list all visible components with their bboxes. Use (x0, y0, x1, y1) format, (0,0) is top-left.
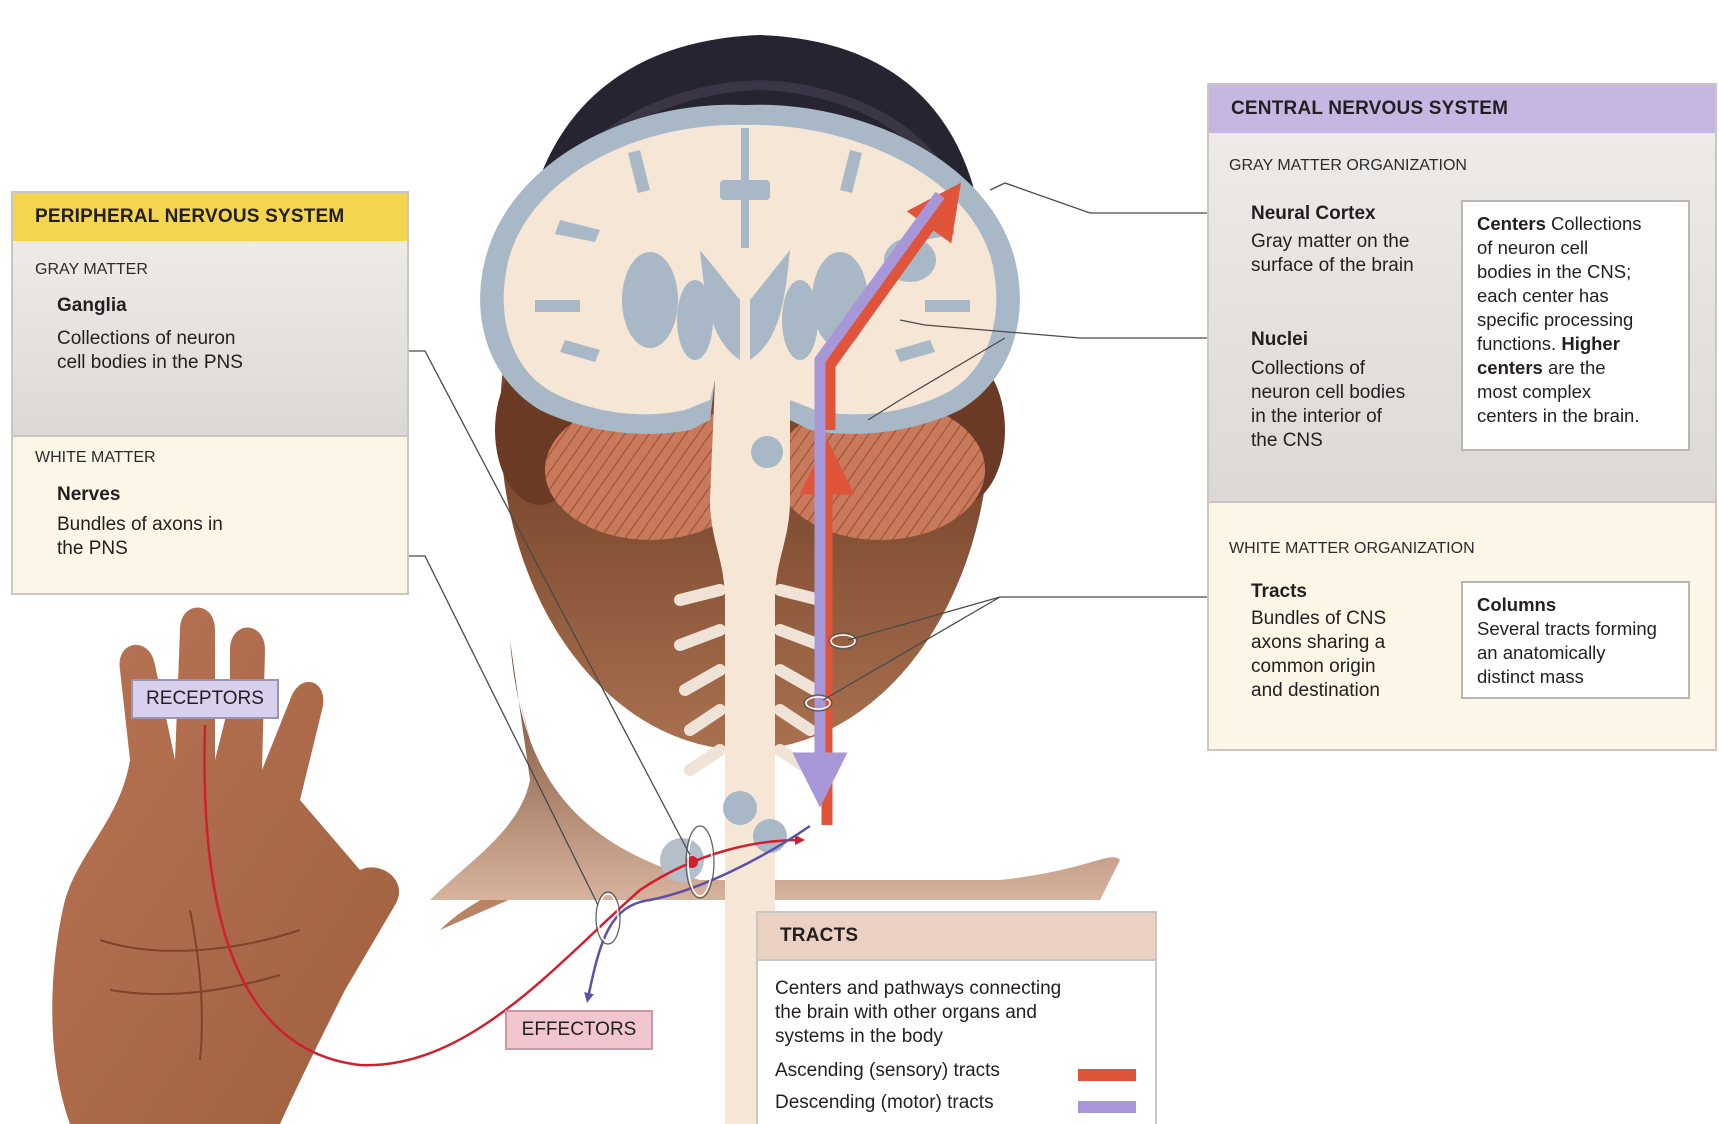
tracts-desc-line: Centers and pathways connecting (775, 977, 1061, 1001)
brainstem-nucleus (751, 436, 783, 468)
tracts-title: TRACTS (758, 913, 1155, 961)
tracts-term: Tracts (1251, 581, 1307, 603)
nuclei-desc-line: the CNS (1251, 429, 1323, 453)
centers-desc-line: functions. (1477, 333, 1561, 354)
tracts-desc-line: Bundles of CNS (1251, 607, 1386, 631)
pns-gray-matter-section: GRAY MATTER Ganglia Collections of neuro… (13, 241, 407, 437)
centers-desc-line: bodies in the CNS; (1477, 260, 1674, 284)
tracts-panel: TRACTS Centers and pathways connecting t… (756, 911, 1157, 1124)
tracts-desc-line: axons sharing a (1251, 631, 1385, 655)
effectors-tag: EFFECTORS (505, 1010, 653, 1050)
legend-ascending-label: Ascending (sensory) tracts (775, 1059, 1000, 1083)
legend-descending-swatch (1078, 1101, 1136, 1113)
cns-white-matter-label: WHITE MATTER ORGANIZATION (1229, 540, 1475, 558)
legend-descending-label: Descending (motor) tracts (775, 1091, 994, 1115)
centers-desc-line: Collections (1546, 213, 1642, 234)
columns-desc-line: Several tracts forming (1477, 617, 1674, 641)
ganglia-term: Ganglia (57, 295, 127, 317)
columns-desc-line: an anatomically (1477, 641, 1674, 665)
nuclei-desc-line: neuron cell bodies (1251, 381, 1405, 405)
centers-desc-line: each center has (1477, 284, 1674, 308)
neural-cortex-desc-line: surface of the brain (1251, 254, 1414, 278)
pns-gray-matter-label: GRAY MATTER (35, 261, 148, 279)
nerves-desc-line: the PNS (57, 537, 128, 561)
columns-term: Columns (1477, 594, 1556, 615)
cns-title: CENTRAL NERVOUS SYSTEM (1209, 85, 1715, 135)
pns-white-matter-label: WHITE MATTER (35, 449, 156, 467)
cns-gray-matter-section: GRAY MATTER ORGANIZATION Neural Cortex G… (1209, 133, 1715, 503)
nerves-desc-line: Bundles of axons in (57, 513, 223, 537)
ganglia-desc-line: Collections of neuron (57, 327, 236, 351)
cord-gray-matter-right (753, 819, 787, 853)
centers-desc-line: most complex (1477, 380, 1674, 404)
cord-gray-matter-left (723, 791, 757, 825)
nerves-term: Nerves (57, 484, 120, 506)
centers-desc-line: specific processing (1477, 308, 1674, 332)
centers-desc-line: of neuron cell (1477, 236, 1674, 260)
tracts-desc-line: systems in the body (775, 1025, 943, 1049)
centers-box: Centers Collections of neuron cell bodie… (1461, 200, 1690, 451)
neural-cortex-term: Neural Cortex (1251, 203, 1376, 225)
cns-panel: CENTRAL NERVOUS SYSTEM GRAY MATTER ORGAN… (1207, 83, 1717, 751)
centers-term: Centers (1477, 213, 1546, 234)
receptors-tag: RECEPTORS (131, 679, 279, 719)
tracts-desc-line: and destination (1251, 679, 1380, 703)
centers-desc-line: are the (1543, 357, 1606, 378)
columns-desc-line: distinct mass (1477, 665, 1674, 689)
nuclei-desc-line: Collections of (1251, 357, 1365, 381)
pns-panel: PERIPHERAL NERVOUS SYSTEM GRAY MATTER Ga… (11, 191, 409, 595)
pns-title: PERIPHERAL NERVOUS SYSTEM (13, 193, 407, 243)
legend-ascending-swatch (1078, 1069, 1136, 1081)
columns-box: Columns Several tracts forming an anatom… (1461, 581, 1690, 699)
ganglia-desc-line: cell bodies in the PNS (57, 351, 243, 375)
nuclei-desc-line: in the interior of (1251, 405, 1382, 429)
tracts-desc-line: the brain with other organs and (775, 1001, 1037, 1025)
tracts-desc-line: common origin (1251, 655, 1376, 679)
higher-centers-term: Higher (1561, 333, 1620, 354)
nuclei-term: Nuclei (1251, 329, 1308, 351)
higher-centers-term: centers (1477, 357, 1543, 378)
cns-gray-matter-label: GRAY MATTER ORGANIZATION (1229, 157, 1467, 175)
centers-desc-line: centers in the brain. (1477, 404, 1674, 428)
neural-cortex-desc-line: Gray matter on the (1251, 230, 1409, 254)
